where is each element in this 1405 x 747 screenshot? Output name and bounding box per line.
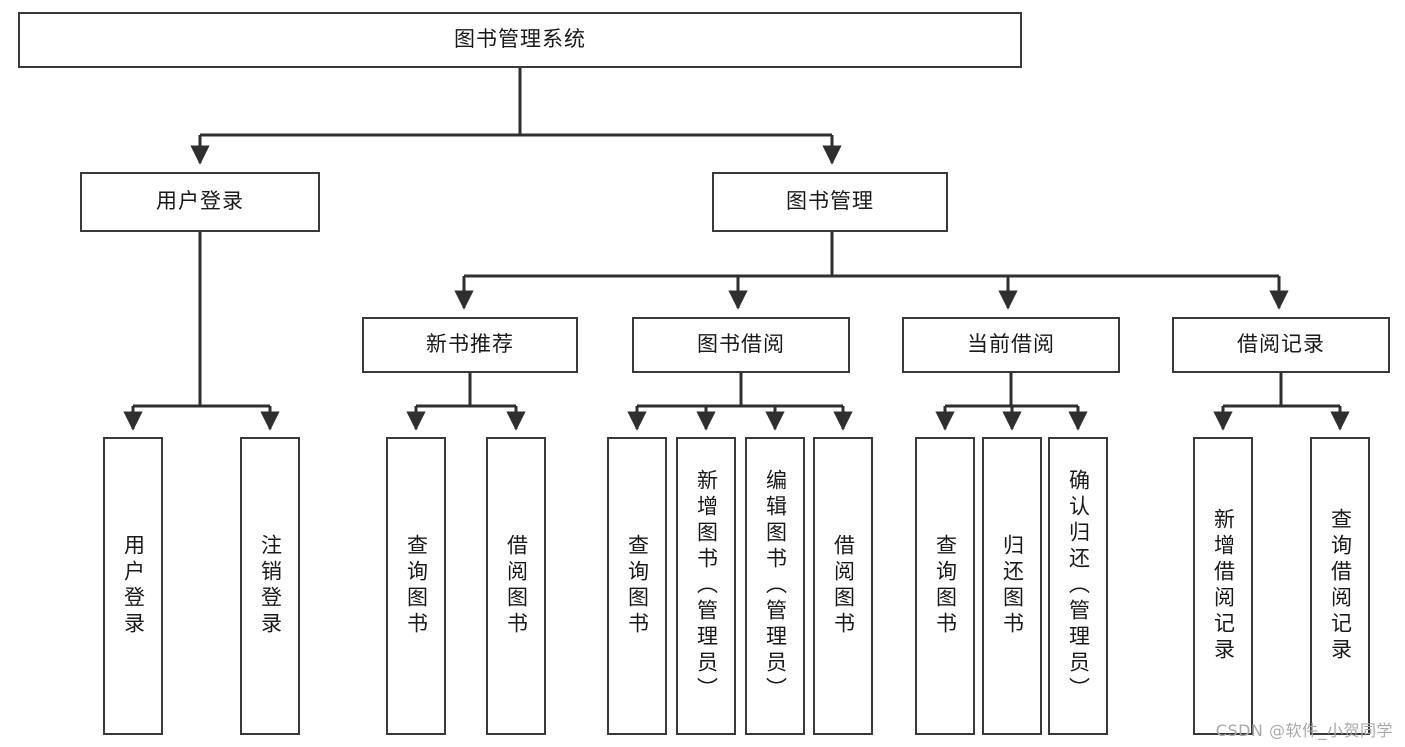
leaf-query-book-3[interactable]: 查询图书 (915, 437, 975, 735)
leaf-query-book-3-label: 查询图书 (933, 534, 958, 638)
leaf-query-book-2[interactable]: 查询图书 (607, 437, 667, 735)
leaf-add-book-label: 新增图书（管理员） (694, 469, 719, 703)
leaf-add-record-label: 新增借阅记录 (1211, 508, 1236, 664)
node-new-book-rec-label: 新书推荐 (426, 332, 514, 357)
watermark-text: CSDN @软件_小贺同学 (1215, 721, 1393, 740)
node-user-login[interactable]: 用户登录 (80, 172, 320, 232)
node-root-label: 图书管理系统 (454, 27, 586, 52)
leaf-return-book-label: 归还图书 (1000, 534, 1025, 638)
leaf-borrow-book-1-label: 借阅图书 (504, 534, 529, 638)
leaf-borrow-book-2-label: 借阅图书 (831, 534, 856, 638)
leaf-query-book-1-label: 查询图书 (404, 534, 429, 638)
leaf-borrow-book-2[interactable]: 借阅图书 (813, 437, 873, 735)
leaf-edit-book-label: 编辑图书（管理员） (763, 469, 788, 703)
leaf-user-login-label: 用户登录 (121, 534, 146, 638)
node-book-borrow[interactable]: 图书借阅 (632, 317, 850, 373)
leaf-query-record-label: 查询借阅记录 (1328, 508, 1353, 664)
node-borrow-record-label: 借阅记录 (1237, 332, 1325, 357)
node-current-borrow[interactable]: 当前借阅 (902, 317, 1120, 373)
leaf-logout-login[interactable]: 注销登录 (240, 437, 300, 735)
node-user-login-label: 用户登录 (156, 189, 244, 214)
node-root[interactable]: 图书管理系统 (18, 12, 1022, 68)
leaf-query-book-1[interactable]: 查询图书 (386, 437, 446, 735)
leaf-add-book[interactable]: 新增图书（管理员） (676, 437, 736, 735)
leaf-query-record[interactable]: 查询借阅记录 (1310, 437, 1370, 735)
leaf-add-record[interactable]: 新增借阅记录 (1193, 437, 1253, 735)
leaf-borrow-book-1[interactable]: 借阅图书 (486, 437, 546, 735)
leaf-edit-book[interactable]: 编辑图书（管理员） (745, 437, 805, 735)
node-current-borrow-label: 当前借阅 (967, 332, 1055, 357)
node-book-manage-label: 图书管理 (786, 189, 874, 214)
leaf-query-book-2-label: 查询图书 (625, 534, 650, 638)
leaf-confirm-return-label: 确认归还（管理员） (1066, 469, 1091, 703)
leaf-logout-login-label: 注销登录 (258, 534, 283, 638)
node-new-book-rec[interactable]: 新书推荐 (362, 317, 578, 373)
leaf-user-login[interactable]: 用户登录 (103, 437, 163, 735)
node-book-manage[interactable]: 图书管理 (712, 172, 948, 232)
leaf-confirm-return[interactable]: 确认归还（管理员） (1048, 437, 1108, 735)
node-book-borrow-label: 图书借阅 (697, 332, 785, 357)
node-borrow-record[interactable]: 借阅记录 (1172, 317, 1390, 373)
leaf-return-book[interactable]: 归还图书 (982, 437, 1042, 735)
